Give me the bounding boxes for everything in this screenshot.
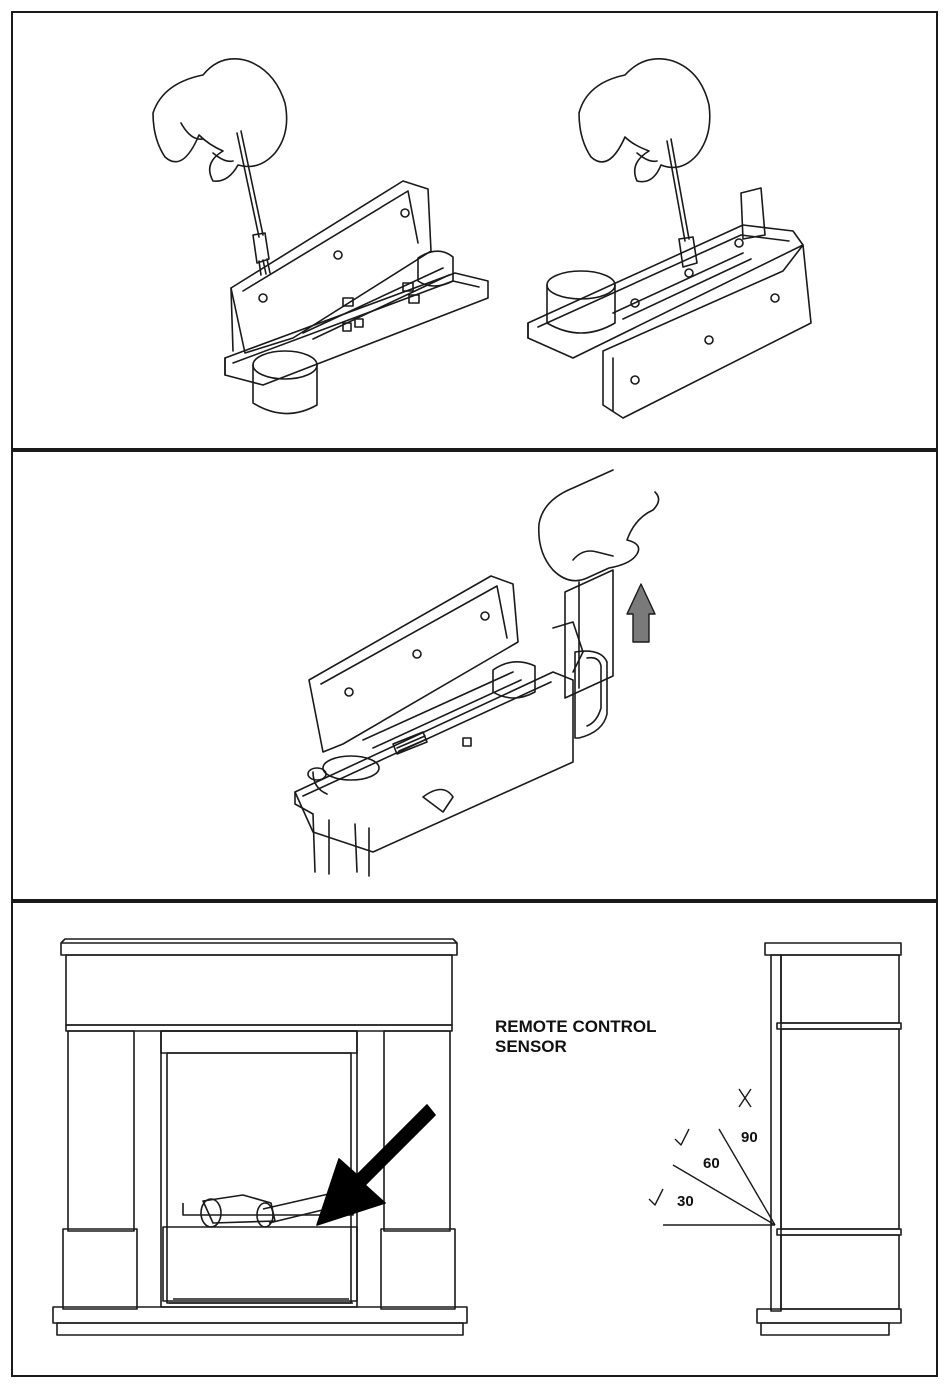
remote-control-sensor-panel: REMOTE CONTROL SENSOR 90 60 30 [11, 901, 938, 1377]
angle-30-label: 30 [677, 1193, 694, 1210]
check-mark-icon [675, 1129, 689, 1145]
unit-right [528, 59, 811, 418]
hand-icon [539, 470, 659, 581]
main-unit [295, 576, 583, 876]
unit-left [153, 59, 488, 414]
check-mark-icon [649, 1189, 663, 1205]
cleaning-brush-panel [11, 11, 938, 450]
reservoir-illustration [13, 452, 938, 901]
angle-90-label: 90 [741, 1129, 758, 1146]
cross-mark-icon [739, 1089, 751, 1107]
down-left-arrow-icon [317, 1105, 435, 1225]
fireplace-side [757, 943, 901, 1335]
up-arrow-icon [627, 584, 655, 642]
fireplace-illustration [13, 903, 938, 1377]
reservoir-removal-panel [11, 450, 938, 901]
cleaning-illustration [13, 13, 938, 450]
angle-60-label: 60 [703, 1155, 720, 1172]
remote-control-sensor-label: REMOTE CONTROL SENSOR [495, 1017, 715, 1057]
